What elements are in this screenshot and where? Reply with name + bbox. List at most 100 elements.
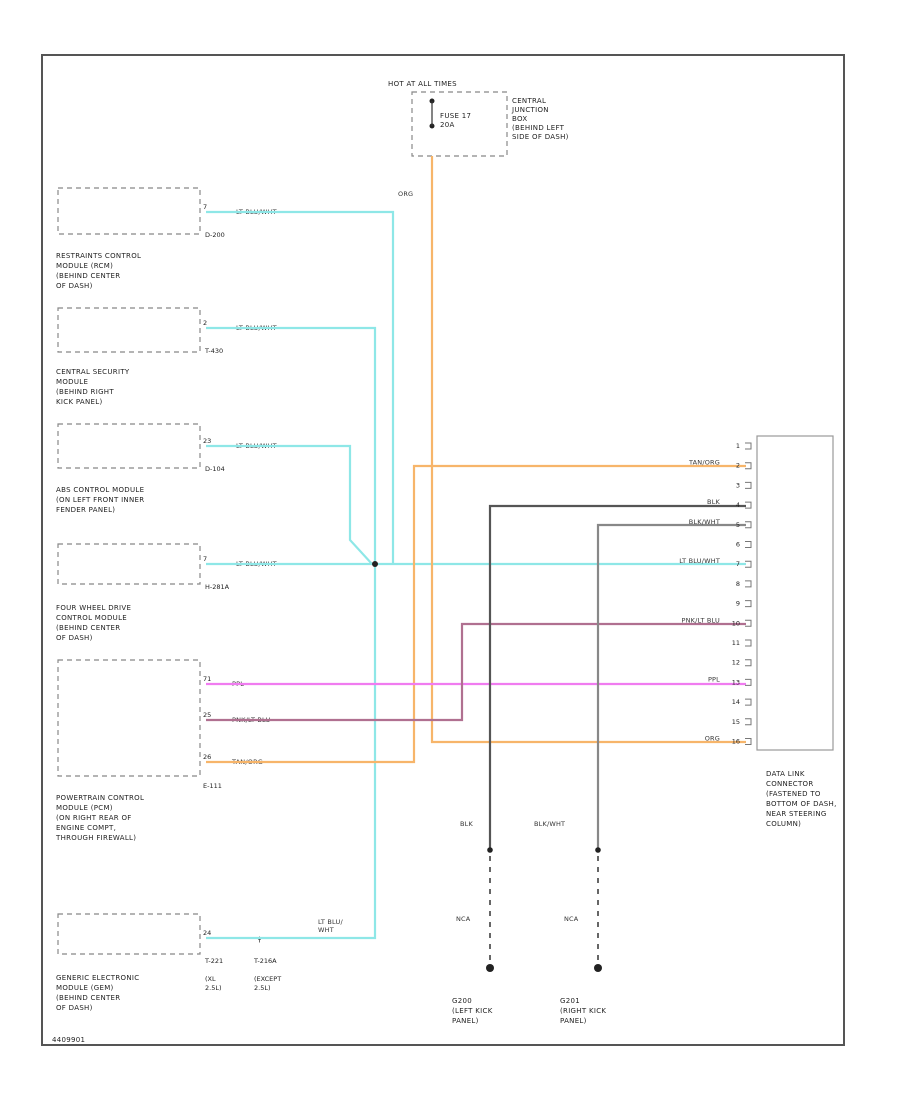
- wire-label: LT BLU/WHT: [318, 918, 343, 934]
- module-pin: 25: [203, 711, 211, 719]
- wire-csm: [206, 326, 377, 564]
- dlc-pin-number: 12: [732, 659, 740, 667]
- dlc-pin-terminal: [745, 462, 752, 470]
- dlc-pin-number: 3: [736, 481, 740, 489]
- dlc-pin-number: 2: [736, 462, 740, 470]
- dlc-pin-terminal: [745, 659, 752, 667]
- module-pin: 2: [203, 319, 207, 327]
- ground-wire-label: BLK: [460, 820, 473, 828]
- module-box: [57, 543, 201, 585]
- ground-nca-label: NCA: [456, 915, 471, 923]
- wire-blk: [488, 504, 746, 850]
- dlc-pin-terminal: [745, 560, 752, 568]
- diagram-frame: [41, 54, 845, 1046]
- dlc-pin-terminal: [745, 580, 752, 588]
- data-link-connector: [756, 435, 834, 751]
- dlc-pin-number: 6: [736, 541, 740, 549]
- dlc-pin-terminal: [745, 678, 752, 686]
- module-box: [57, 423, 201, 469]
- module-box: [57, 659, 201, 777]
- dlc-pin-number: 9: [736, 600, 740, 608]
- module-box: [57, 307, 201, 353]
- dlc-pin-terminal: [745, 481, 752, 489]
- dlc-pin-number: 14: [732, 698, 740, 706]
- ground-splice: [487, 847, 493, 853]
- wire-pnk-lt-blu: [206, 622, 746, 722]
- wire-org: [430, 156, 746, 744]
- dlc-wire-label: BLK/WHT: [689, 518, 720, 526]
- dlc-pin-terminal: [745, 738, 752, 745]
- module-connector-alt: T-216A: [253, 957, 277, 965]
- dlc-pin-number: 7: [736, 560, 740, 568]
- wire-rcm: [206, 210, 395, 564]
- module-pin: 7: [203, 555, 207, 563]
- wire-blk-wht: [596, 523, 746, 850]
- dlc-pin-terminal: [745, 600, 752, 608]
- dlc-pin-number: 8: [736, 580, 740, 588]
- module-pin: 7: [203, 203, 207, 211]
- dlc-pin-terminal: [745, 501, 752, 509]
- ground-splice: [595, 847, 601, 853]
- ground-point: [594, 964, 602, 972]
- module-pin: 24: [203, 929, 211, 937]
- cjb-box: [411, 91, 508, 157]
- dlc-pin-number: 10: [732, 619, 740, 627]
- module-pin: 23: [203, 437, 211, 445]
- module-connector: E-111: [203, 782, 222, 790]
- wire-gem: [206, 564, 377, 940]
- module-connector: T-221: [204, 957, 223, 965]
- dlc-pin-terminal: [745, 619, 752, 627]
- wire-tan-org: [206, 464, 746, 764]
- dlc-pin-number: 13: [732, 678, 740, 686]
- wires: [206, 156, 746, 940]
- dlc-wire-label: TAN/ORG: [688, 459, 720, 467]
- module-connector: T-430: [204, 347, 223, 355]
- dlc-wire-label: PNK/LT BLU: [681, 616, 720, 624]
- module-connector: D-200: [205, 231, 225, 239]
- dlc-pin-number: 11: [732, 639, 740, 647]
- module-pin: 71: [203, 675, 211, 683]
- dlc-pin-terminal: [745, 541, 752, 548]
- module-box: [57, 187, 201, 235]
- dlc-wire-label: LT BLU/WHT: [679, 557, 720, 565]
- dlc-pin-terminal: [745, 639, 752, 647]
- dlc-wire-label: ORG: [705, 735, 720, 743]
- fuse-wire-label: ORG: [398, 190, 413, 198]
- ground-wire-label: BLK/WHT: [534, 820, 565, 828]
- dlc-pin-terminal: [745, 698, 752, 706]
- ground-nca-label: NCA: [564, 915, 579, 923]
- dlc-wire-label: BLK: [707, 498, 720, 506]
- dlc-pin-number: 15: [732, 718, 740, 726]
- dlc-pin-number: 4: [736, 501, 740, 509]
- footer-code: 4409901: [52, 1036, 85, 1044]
- wire-abs: [206, 444, 373, 565]
- dlc-pin-number: 16: [732, 738, 740, 746]
- module-box: [57, 913, 201, 955]
- splice-point: [372, 561, 378, 567]
- dlc-pin-number: 1: [736, 442, 740, 450]
- module-connector: D-104: [205, 465, 225, 473]
